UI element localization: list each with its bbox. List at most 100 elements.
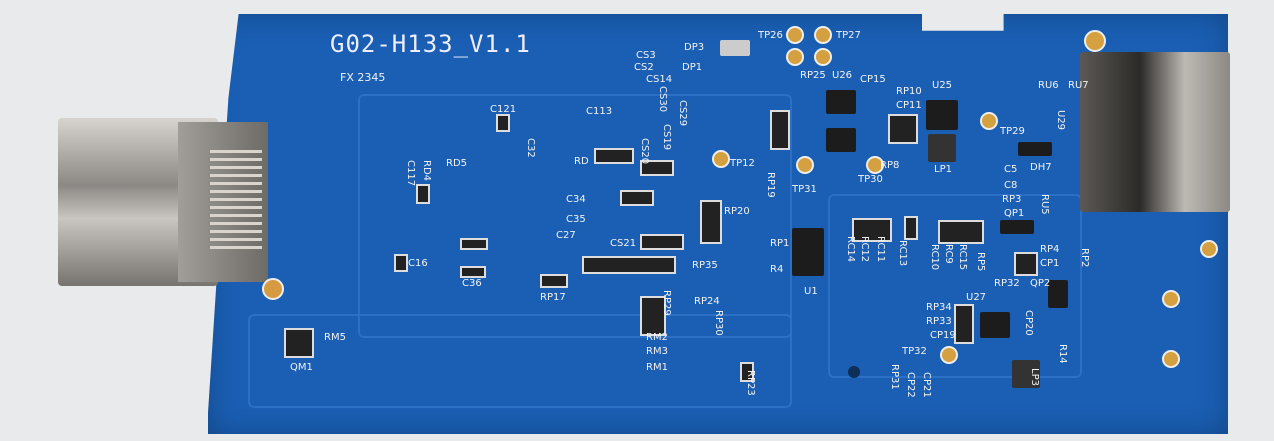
mounting-pad [262,278,284,300]
resistor-rp20 [700,200,722,244]
silkscreen-label: TP12 [730,158,755,169]
board-title: G02-H133_V1.1 [330,30,531,58]
silkscreen-label: RP29 [661,290,672,316]
silkscreen-label: LP3 [1029,368,1040,386]
silkscreen-label: RP10 [896,86,922,97]
silkscreen-label: CS30 [657,86,668,113]
silkscreen-label: RP23 [745,370,756,396]
silkscreen-label: RM3 [646,346,668,357]
silkscreen-label: U27 [966,292,987,303]
silkscreen-label: RU7 [1068,80,1089,91]
resistor [640,160,674,176]
silkscreen-label: QP1 [1004,208,1025,219]
capacitor-c121 [496,114,510,132]
silkscreen-label: RC10 [929,244,940,271]
silkscreen-label: TP26 [758,30,783,41]
silkscreen-label: RC9 [943,244,954,264]
test-point-tp32 [940,346,958,364]
silkscreen-label: RP30 [713,310,724,336]
silkscreen-label: C36 [462,278,482,289]
test-point-tp27 [814,26,832,44]
silkscreen-label: RU5 [1039,194,1050,215]
silkscreen-label: RD [574,156,589,167]
silkscreen-label: CS2 [634,62,654,73]
capacitor-c117 [416,184,430,204]
resistor-rp17 [540,274,568,288]
silkscreen-label: C35 [566,214,586,225]
usb-connector [1080,52,1230,212]
capacitor-c16 [460,238,488,250]
chip-u27 [980,312,1010,338]
silkscreen-label: RC15 [957,244,968,271]
silkscreen-label: RP2 [1079,248,1090,268]
resistor [1018,142,1052,156]
silkscreen-label: DH7 [1030,162,1052,173]
test-point-tp30 [866,156,884,174]
silkscreen-label: U1 [804,286,818,297]
test-point-tp29 [980,112,998,130]
silkscreen-label: RU6 [1038,80,1059,91]
silkscreen-label: RP33 [926,316,952,327]
silkscreen-label: U25 [932,80,953,91]
via-hole [848,366,860,378]
silkscreen-label: DP3 [684,42,705,53]
chip-u1 [792,228,824,276]
chip [826,128,856,152]
silkscreen-label: TP30 [858,174,883,185]
silkscreen-label: RP8 [880,160,900,171]
resistor-array [954,304,974,344]
silkscreen-label: CS3 [636,50,656,61]
silkscreen-label: TP27 [836,30,861,41]
silkscreen-label: RP19 [765,172,776,198]
copper-trace [828,194,1082,378]
resistor [594,148,634,164]
chip-u25 [926,100,958,130]
silkscreen-label: CP19 [930,330,956,341]
test-point-tp26 [786,26,804,44]
diode-dp3 [720,40,750,56]
silkscreen-label: CP22 [905,372,916,398]
capacitor [394,254,408,272]
test-point [814,48,832,66]
silkscreen-label: RC14 [845,236,856,263]
resistor [1014,252,1038,276]
resistor-array [582,256,676,274]
silkscreen-label: RC12 [859,236,870,263]
resistor [620,190,654,206]
mounting-pad [1162,350,1180,368]
silkscreen-label: C34 [566,194,586,205]
silkscreen-label: RP17 [540,292,566,303]
test-point-tp12 [712,150,730,168]
hdmi-pins [210,150,262,254]
mounting-pad [1200,240,1218,258]
copper-trace [358,94,792,338]
resistor [1000,220,1034,234]
silkscreen-label: TP32 [902,346,927,357]
silkscreen-label: U26 [832,70,853,81]
silkscreen-label: RP25 [800,70,826,81]
silkscreen-label: R4 [770,264,784,275]
silkscreen-label: C8 [1004,180,1018,191]
silkscreen-label: RP31 [889,364,900,390]
inductor-lp3 [1012,360,1040,388]
silkscreen-label: RD4 [421,160,432,182]
silkscreen-label: C5 [1004,164,1018,175]
silkscreen-label: RD5 [446,158,468,169]
resistor [640,234,684,250]
silkscreen-label: CS14 [646,74,673,85]
silkscreen-label: DP1 [682,62,703,73]
silkscreen-label: RP1 [770,238,790,249]
silkscreen-label: RP3 [1002,194,1022,205]
silkscreen-label: RP5 [975,252,986,272]
silkscreen-label: LP1 [934,164,952,175]
silkscreen-label: CS21 [610,238,637,249]
resistor-array [888,114,918,144]
silkscreen-label: U29 [1055,110,1066,131]
resistor [770,110,790,150]
silkscreen-label: RM2 [646,332,668,343]
silkscreen-label: CP21 [921,372,932,398]
transistor-qp2 [1048,280,1068,308]
resistor-array [938,220,984,244]
chip-u26 [826,90,856,114]
board-code: FX 2345 [340,71,386,84]
